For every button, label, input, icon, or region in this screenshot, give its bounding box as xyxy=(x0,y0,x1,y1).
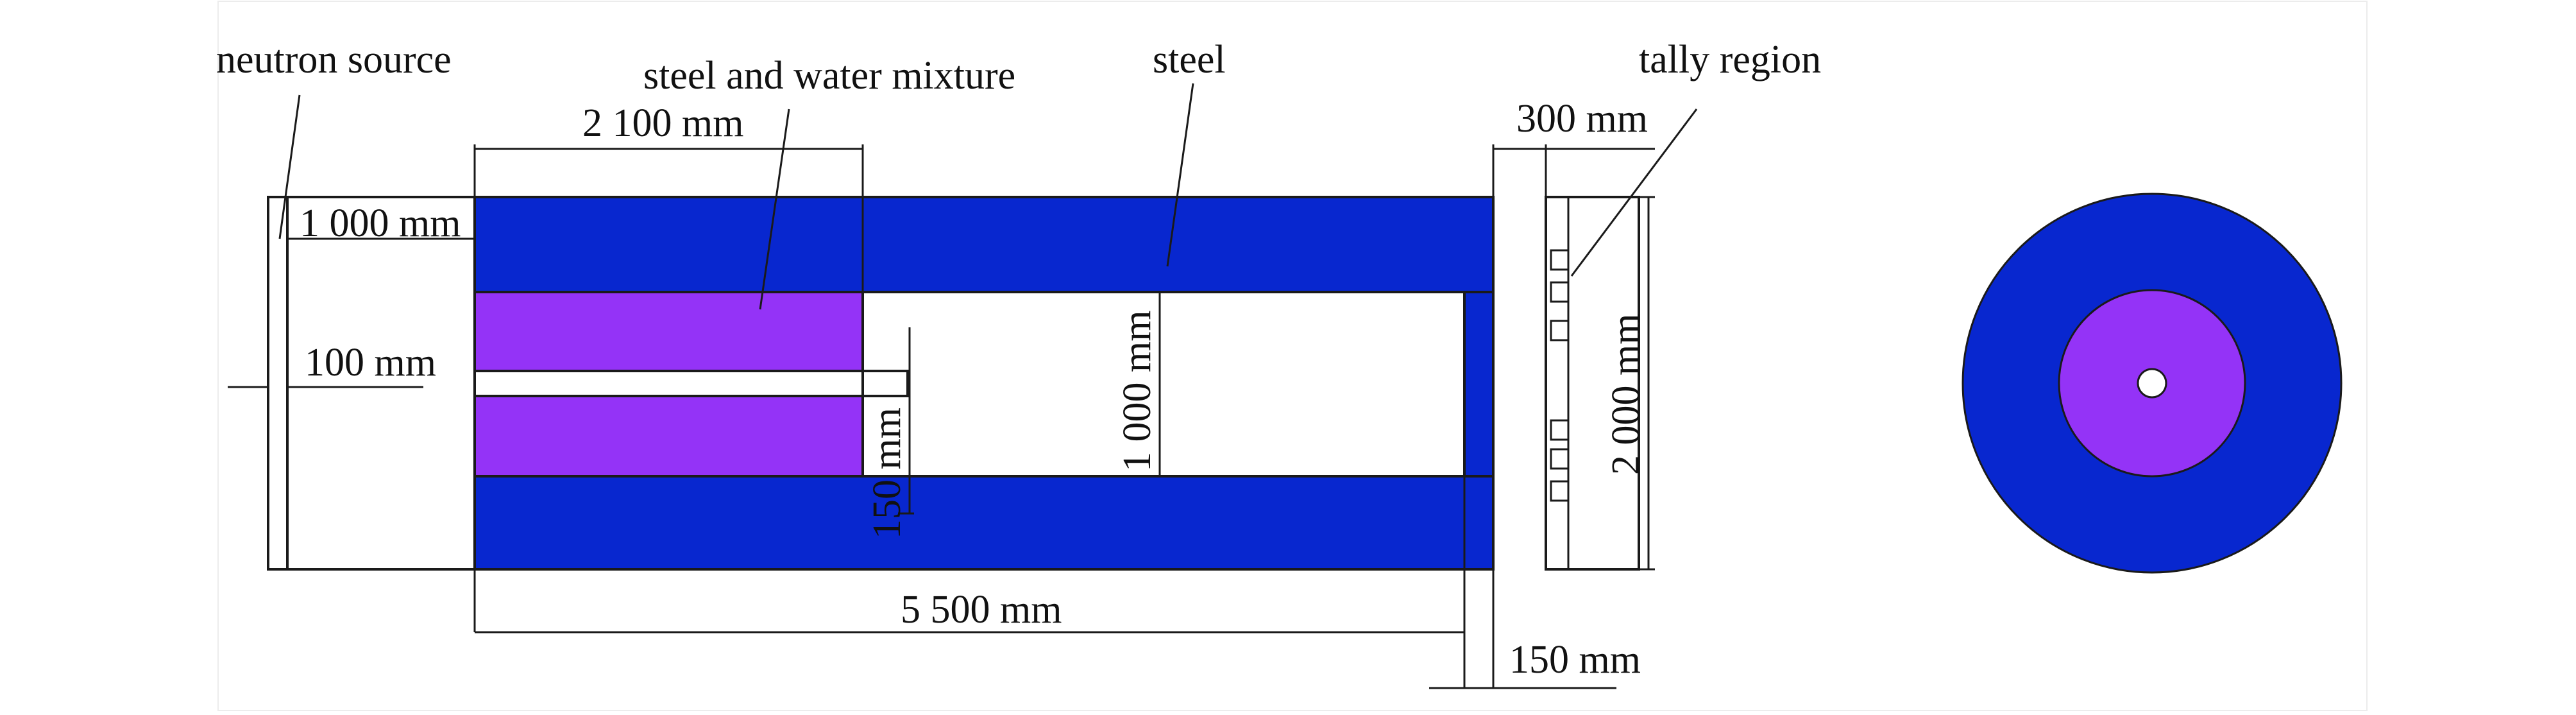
dim-2100: 2 100 mm xyxy=(582,101,743,145)
leader-steel xyxy=(1166,83,1194,267)
tally-cell xyxy=(1550,281,1570,303)
dim-1000-inner: 1 000 mm xyxy=(1115,311,1159,472)
leader-tally-region xyxy=(1570,108,1698,277)
page-frame xyxy=(217,1,2368,711)
mixture-upper-block xyxy=(473,291,864,372)
inner-cavity-outline xyxy=(861,291,1466,478)
dim-300: 300 mm xyxy=(1516,97,1648,141)
dim-150-vertical: 150 mm xyxy=(865,408,909,539)
dim-100: 100 mm xyxy=(305,341,436,384)
cross-section-beam-hole xyxy=(2137,368,2167,399)
label-steel: steel xyxy=(1153,38,1226,82)
tally-cell xyxy=(1550,419,1570,441)
tally-detector-cells xyxy=(1550,249,1570,502)
dim-5500: 5 500 mm xyxy=(901,588,1062,632)
label-mixture: steel and water mixture xyxy=(643,54,1015,98)
leader-neutron-source xyxy=(278,94,301,239)
steel-back-wall xyxy=(1463,291,1495,478)
leader-mixture xyxy=(759,108,790,310)
steel-upper-block xyxy=(473,196,1495,293)
tally-cell xyxy=(1550,320,1570,341)
dim-150-bottom: 150 mm xyxy=(1509,638,1641,682)
cross-section-view xyxy=(1962,193,2343,574)
dim-2000: 2 000 mm xyxy=(1604,314,1648,475)
dim-1000-left: 1 000 mm xyxy=(300,202,461,245)
label-neutron-source: neutron source xyxy=(216,38,452,82)
tally-cell xyxy=(1550,480,1570,502)
beam-channel-outline xyxy=(473,370,909,397)
leader-lines xyxy=(278,83,1698,310)
steel-lower-block xyxy=(473,475,1495,571)
tally-cell xyxy=(1550,448,1570,470)
dimension-lines xyxy=(228,144,1655,689)
mixture-lower-block xyxy=(473,395,864,478)
label-tally-region: tally region xyxy=(1639,38,1821,82)
tally-cell xyxy=(1550,249,1570,271)
